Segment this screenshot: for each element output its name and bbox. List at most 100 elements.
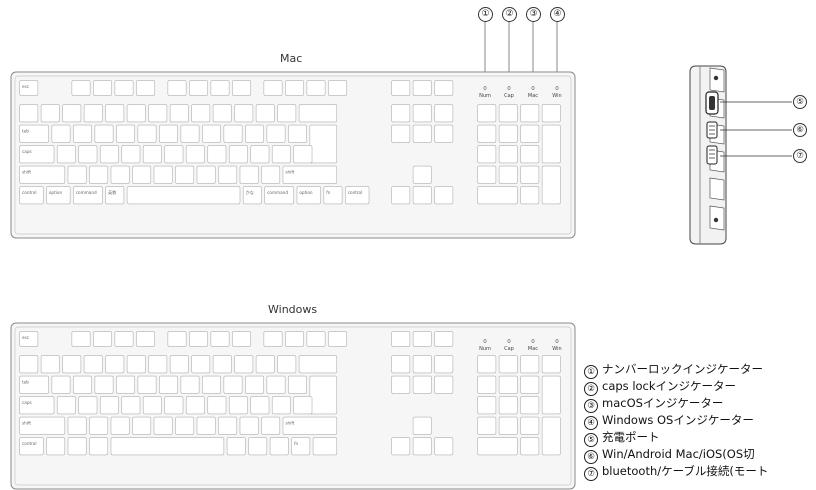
key: [142, 145, 162, 164]
legend-text: 充電ポート: [602, 430, 660, 444]
legend-text: Windows OSインジケーター: [602, 413, 754, 427]
key-label: control: [348, 190, 363, 195]
mac-keyboard-title: Mac: [280, 52, 303, 65]
key: [232, 80, 251, 96]
key: [19, 437, 44, 456]
key: [477, 104, 497, 123]
key: [498, 375, 518, 394]
indicator-mac-label: Mac: [527, 93, 539, 99]
key-label: shift: [285, 170, 294, 175]
key: [477, 124, 497, 143]
key-label: 英数: [108, 189, 117, 196]
windows-keyboard-title: Windows: [268, 303, 318, 316]
key: [541, 416, 561, 456]
key: [266, 124, 286, 143]
key: [391, 104, 411, 123]
key: [234, 355, 254, 374]
windows-indicator-panel: 0 Num 0 Cap 0 Mac 0 Win: [472, 339, 572, 359]
key: [296, 186, 321, 205]
key-label: esc: [22, 84, 30, 89]
legend-number: ⑤: [584, 433, 598, 447]
key: [282, 165, 338, 184]
indicator-mac-value: 0: [531, 339, 535, 345]
key: [196, 416, 216, 435]
key: [412, 165, 432, 184]
key: [105, 186, 125, 205]
key: [412, 416, 432, 435]
key: [541, 104, 561, 123]
key: [71, 80, 91, 96]
key: [520, 375, 540, 394]
side-view-body: [689, 65, 727, 245]
key: [434, 124, 454, 143]
key: [277, 104, 297, 123]
key-label: tab: [22, 380, 29, 385]
key: [293, 145, 313, 164]
key: [345, 186, 370, 205]
key: [223, 124, 243, 143]
callout-1: ①: [478, 7, 493, 22]
key: [477, 165, 497, 184]
key: [46, 186, 71, 205]
indicator-cap-label: Cap: [504, 346, 514, 352]
key: [210, 331, 230, 347]
key: [19, 186, 44, 205]
key: [285, 331, 304, 347]
legend-number: ⑦: [584, 467, 598, 481]
key: [498, 104, 518, 123]
legend-text: caps lockインジケーター: [602, 379, 737, 393]
key: [93, 331, 112, 347]
key: [89, 416, 109, 435]
key: [239, 165, 259, 184]
keyboard-inner-frame: [14, 75, 572, 235]
key: [212, 104, 232, 123]
indicator-num-value: 0: [483, 339, 487, 345]
key: [67, 437, 87, 456]
key: [137, 375, 157, 394]
key: [520, 186, 540, 205]
key: [477, 416, 497, 435]
key: [520, 145, 540, 164]
key: [132, 416, 152, 435]
key: [185, 396, 205, 415]
indicator-cap-label: Cap: [504, 93, 514, 99]
key: [255, 355, 275, 374]
key: [99, 396, 119, 415]
key: [175, 416, 195, 435]
indicator-win-value: 0: [555, 86, 559, 92]
key: [148, 355, 168, 374]
key-label: option: [49, 190, 63, 195]
key: [189, 331, 208, 347]
key-label: option: [299, 190, 313, 195]
key: [19, 104, 39, 123]
key: [391, 186, 411, 205]
key: [126, 186, 241, 205]
key: [121, 396, 141, 415]
key: [136, 80, 155, 96]
key: [263, 80, 283, 96]
key: [248, 437, 268, 456]
key: [271, 396, 291, 415]
key: [223, 375, 243, 394]
key-label: esc: [22, 335, 30, 340]
key: [306, 80, 326, 96]
key: [541, 124, 561, 164]
key: [126, 355, 146, 374]
key-label: control: [22, 441, 37, 446]
key: [412, 331, 432, 347]
key: [105, 104, 125, 123]
key: [175, 165, 195, 184]
indicator-cap-value: 0: [507, 86, 511, 92]
indicator-cap-value: 0: [507, 339, 511, 345]
key: [40, 104, 60, 123]
key: [232, 331, 251, 347]
callout-6: ⑥: [793, 123, 807, 137]
key: [73, 124, 92, 143]
key: [412, 355, 432, 374]
